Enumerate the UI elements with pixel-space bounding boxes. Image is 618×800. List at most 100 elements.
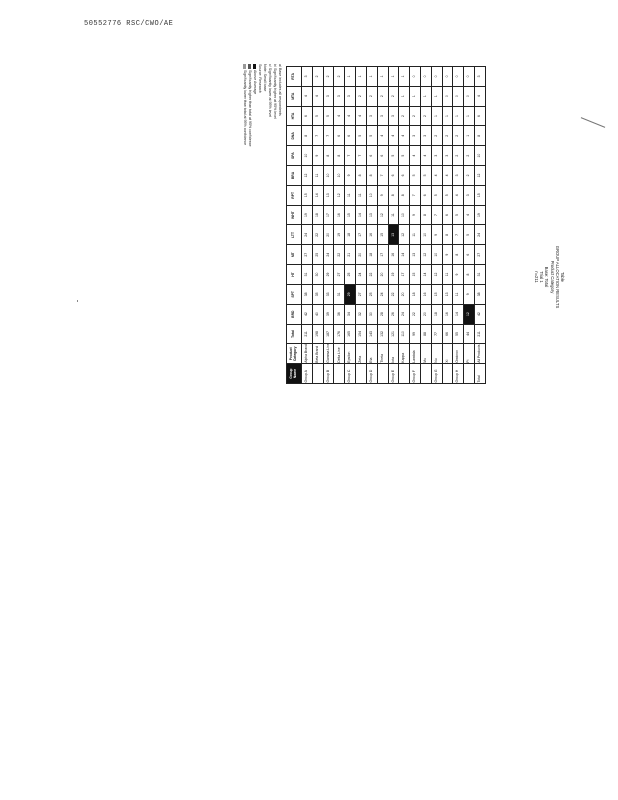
column-header: RTA [286, 66, 302, 87]
table-cell-value: 6 [442, 205, 453, 225]
table-cell-value: 77 [431, 324, 443, 344]
table-cell-value: 11 [312, 165, 324, 186]
table-cell-value: 2 [388, 86, 399, 107]
table-cell-value: 3 [344, 86, 356, 107]
legend-item: Significantly lower than total at 95% co… [242, 64, 247, 184]
table-cell-value: 198 [312, 324, 324, 344]
table-cell-value: 8 [420, 205, 432, 225]
table-cell-value: 8 [355, 165, 367, 186]
table-cell-value: 0 [442, 86, 453, 107]
table-cell-category: Eta [366, 343, 378, 364]
column-header: MTA [286, 86, 302, 107]
table-cell-value: 19 [388, 264, 399, 285]
table-cell-value: 8 [333, 145, 345, 166]
column-header: BRA [286, 165, 302, 186]
table-cell-category: Xi [442, 343, 453, 364]
table-cell-value: 20 [420, 304, 432, 325]
table-cell-category: Alpha Brand [301, 343, 313, 364]
table-cell-value: 1 [463, 106, 475, 126]
table-cell-group [398, 363, 410, 384]
table-cell-value: 7 [355, 145, 367, 166]
table-cell-value: 9 [463, 284, 475, 305]
table-cell-value: 27 [301, 244, 313, 265]
table-cell-value: 10 [398, 205, 410, 225]
table-cell-value: 11 [409, 225, 421, 245]
table-cell-value: 132 [377, 324, 388, 344]
table-cell-value: 4 [442, 165, 453, 186]
table-cell-value: 1 [377, 66, 388, 87]
table-cell-value: 121 [388, 324, 399, 344]
column-header: LTT [286, 225, 302, 245]
table-cell-value: 0 [463, 86, 475, 107]
table-cell-value: 5 [366, 125, 378, 146]
table-cell-value: 1 [420, 86, 432, 107]
table-cell-value: 3 [301, 66, 313, 87]
table-cell-group [377, 363, 388, 384]
table-cell-category: All Products [474, 343, 486, 364]
scan-mark-left [77, 300, 78, 302]
table-cell-value: 38 [474, 284, 486, 305]
table-cell-value: 18 [409, 284, 421, 305]
table-cell-value: 9 [377, 185, 388, 206]
table-cell-group [420, 363, 432, 384]
column-header: Product Category [286, 343, 302, 364]
legend-label: Significantly higher than total at 95% c… [248, 70, 252, 147]
table-cell-value: 4 [333, 106, 345, 126]
table-cell-value: 3 [333, 86, 345, 107]
table-cell-value: 32 [355, 304, 367, 325]
table-cell-value: 29 [344, 284, 356, 305]
table-cell-value: 13 [366, 205, 378, 225]
table-cell-value: 36 [333, 304, 345, 325]
table-cell-value: 22 [409, 304, 421, 325]
table-cell-value: 14 [355, 205, 367, 225]
column-header: Total [286, 324, 302, 344]
table-cell-value: 1 [398, 66, 410, 87]
column-header: MT [286, 244, 302, 265]
table-cell-value: 12 [463, 304, 475, 325]
legend-swatch [248, 64, 252, 69]
table-cell-value: 176 [333, 324, 345, 344]
table-cell-value: 14 [452, 304, 464, 325]
table-cell-value: 0 [452, 66, 464, 87]
table-cell-value: 11 [442, 264, 453, 285]
table-cell-group: Group F [409, 363, 421, 384]
table-cell-value: 9 [442, 244, 453, 265]
table-cell-value: 11 [452, 284, 464, 305]
table-cell-group [442, 363, 453, 384]
table-cell-value: 3 [323, 86, 334, 107]
table-cell-value: 7 [452, 225, 464, 245]
table-cell-group: Group G [431, 363, 443, 384]
table-cell-value: 24 [398, 304, 410, 325]
table-cell-value: 154 [355, 324, 367, 344]
table-cell-value: 15 [409, 264, 421, 285]
table-cell-value: 20 [377, 264, 388, 285]
note-line: c/ Significantly lower at 95% level [268, 64, 272, 118]
table-cell-value: 6 [344, 125, 356, 146]
table-cell-category: Iota [388, 343, 399, 364]
table-cell-value: 20 [355, 244, 367, 265]
table-cell-value: 31 [474, 264, 486, 285]
table-cell-value: 4 [474, 86, 486, 107]
table-cell-value: 4 [301, 86, 313, 107]
table-cell-value: 6 [377, 145, 388, 166]
table-cell-value: 13 [323, 185, 334, 206]
document-id: 50552776 RSC/CWO/AE [84, 20, 174, 28]
table-cell-value: 31 [301, 264, 313, 285]
table-cell-value: 2 [420, 106, 432, 126]
table-cell-value: 1 [431, 106, 443, 126]
table-cell-value: 5 [442, 185, 453, 206]
table-cell-value: 211 [301, 324, 313, 344]
legend-swatch [243, 64, 247, 69]
table-cell-value: 2 [463, 145, 475, 166]
table-cell-value: 16 [388, 244, 399, 265]
column-header: WHT [286, 205, 302, 225]
table-cell-value: 4 [355, 106, 367, 126]
table-cell-value: 110 [398, 324, 410, 344]
table-cell-value: 9 [312, 145, 324, 166]
table-cell-value: 33 [323, 284, 334, 305]
table-cell-value: 12 [474, 165, 486, 186]
table-cell-value: 44 [463, 324, 475, 344]
